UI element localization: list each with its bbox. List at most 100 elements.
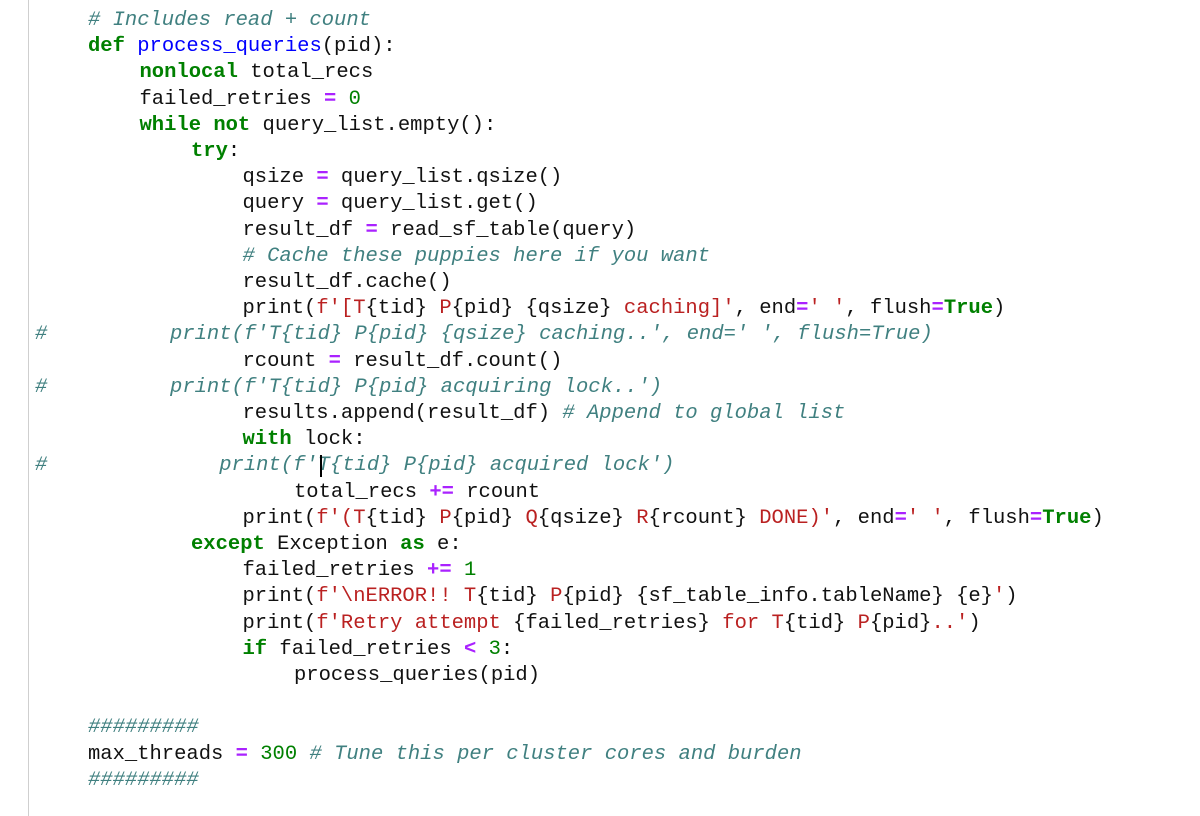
code-token <box>297 743 309 766</box>
code-token: ) <box>1091 506 1104 530</box>
code-token: = <box>316 166 329 190</box>
code-token: f'(T <box>316 506 366 530</box>
code-line[interactable]: # Includes read + count <box>88 8 371 34</box>
code-line[interactable]: ######### <box>88 768 199 794</box>
code-token: {pid} <box>869 611 932 635</box>
code-token: {e} <box>956 585 993 609</box>
code-token: ' ' <box>906 506 944 530</box>
code-token: {qsize} <box>537 506 624 530</box>
code-token: print( <box>242 506 317 530</box>
code-line-content: print(f'T{tid} P{pid} {qsize} caching..'… <box>47 322 933 348</box>
code-token: print(f'T{tid} P{pid} acquired lock') <box>219 454 675 478</box>
code-token: ######### <box>88 716 199 740</box>
code-token <box>452 559 464 582</box>
code-token: P <box>845 611 870 635</box>
code-token: P <box>427 297 452 321</box>
code-line[interactable]: if failed_retries < 3: <box>243 637 514 663</box>
code-token <box>125 35 137 58</box>
code-line[interactable]: try: <box>191 139 240 165</box>
comment-hash: # <box>35 454 48 478</box>
code-token: failed_retries <box>242 559 428 583</box>
code-token: {pid} <box>562 585 624 609</box>
code-token: = <box>894 506 907 530</box>
code-line[interactable]: print(f'(T{tid} P{pid} Q{qsize} R{rcount… <box>243 506 1104 532</box>
code-line[interactable]: ######### <box>88 715 199 741</box>
code-token: {tid} <box>783 611 846 635</box>
comment-hash: # <box>35 323 48 347</box>
code-token: total_recs <box>294 480 430 504</box>
code-token: query_list.empty(): <box>250 113 497 137</box>
code-token: {pid} <box>451 297 514 321</box>
code-token: Exception <box>264 533 401 556</box>
code-token: process_queries <box>137 35 322 59</box>
code-token <box>248 743 260 766</box>
code-token: True <box>1042 506 1092 530</box>
code-token: {tid} <box>365 506 428 530</box>
code-line[interactable]: def process_queries(pid): <box>88 34 396 60</box>
code-line-content: print(f'T{tid} P{pid} acquiring lock..') <box>47 375 662 401</box>
code-token: {rcount} <box>648 506 747 530</box>
code-line[interactable]: query = query_list.get() <box>243 191 538 217</box>
code-token <box>201 114 213 137</box>
code-token: print(f'T{tid} P{pid} {qsize} caching..'… <box>170 323 933 347</box>
code-token <box>336 88 348 111</box>
code-line[interactable]: print(f'Retry attempt {failed_retries} f… <box>243 611 981 637</box>
code-token: if <box>242 637 268 661</box>
code-token: 300 <box>260 742 298 766</box>
cell-left-border <box>28 0 29 816</box>
code-token: = <box>316 192 329 216</box>
code-token: ) <box>968 611 981 635</box>
code-token: {tid} <box>365 297 428 321</box>
code-token: e: <box>424 533 462 556</box>
code-token: , end <box>833 506 895 530</box>
code-token: {failed_retries} <box>513 611 710 635</box>
code-line[interactable]: print(f'\nERROR!! T{tid} P{pid} {sf_tabl… <box>243 584 1018 610</box>
code-line[interactable]: nonlocal total_recs <box>140 60 374 86</box>
code-token: += <box>429 480 454 504</box>
code-line[interactable]: except Exception as e: <box>191 532 462 558</box>
code-token: qsize <box>242 166 317 190</box>
code-token: = <box>796 297 809 321</box>
code-token: max_threads <box>88 742 236 766</box>
code-token: print( <box>242 611 317 635</box>
code-line[interactable]: rcount = result_df.count() <box>243 349 563 375</box>
code-line[interactable]: result_df.cache() <box>243 270 452 296</box>
code-line[interactable]: results.append(result_df) # Append to gl… <box>243 401 846 427</box>
code-token: query_list.get() <box>328 192 538 216</box>
code-line[interactable]: print(f'[T{tid} P{pid} {qsize} caching]'… <box>243 296 1006 322</box>
code-token: {pid} <box>451 506 514 530</box>
code-token: query <box>242 192 317 216</box>
code-line[interactable]: total_recs += rcount <box>294 480 540 506</box>
code-token: total_recs <box>237 61 374 85</box>
code-token: lock: <box>291 428 366 452</box>
code-token: def <box>88 35 125 59</box>
code-token: f'\nERROR!! T <box>316 585 477 609</box>
code-token: {tid} <box>476 585 538 609</box>
code-token: Q <box>513 506 538 530</box>
code-token: 0 <box>348 87 361 111</box>
code-line[interactable]: # Cache these puppies here if you want <box>243 244 710 270</box>
code-line[interactable]: max_threads = 300 # Tune this per cluste… <box>88 742 802 768</box>
code-token: f'[T <box>316 297 366 321</box>
code-token: = <box>365 218 378 242</box>
code-token: , flush <box>845 297 932 321</box>
code-line[interactable]: while not query_list.empty(): <box>140 113 497 139</box>
code-line[interactable]: qsize = query_list.qsize() <box>243 165 563 191</box>
code-token: = <box>235 742 248 766</box>
code-token: query_list.qsize() <box>328 166 563 190</box>
code-line[interactable]: with lock: <box>243 427 366 453</box>
code-token: , flush <box>943 506 1030 530</box>
code-line[interactable]: result_df = read_sf_table(query) <box>243 218 637 244</box>
code-token: except <box>191 533 265 556</box>
code-line[interactable]: failed_retries += 1 <box>243 558 477 584</box>
code-token: # Cache these puppies here if you want <box>242 244 710 268</box>
code-token <box>476 638 488 661</box>
code-line[interactable]: failed_retries = 0 <box>140 87 361 113</box>
code-token <box>944 585 956 608</box>
code-token <box>624 585 636 608</box>
code-token: DONE)' <box>746 506 834 530</box>
code-line-content: print(f'T{tid} P{pid} acquired lock') <box>47 453 674 479</box>
code-line[interactable]: process_queries(pid) <box>294 663 540 689</box>
